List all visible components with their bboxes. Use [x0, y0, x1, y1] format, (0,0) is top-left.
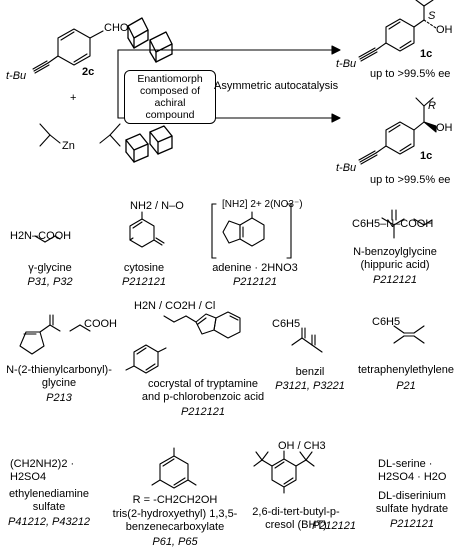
benzil-structure	[291, 327, 323, 353]
plus-sign: +	[70, 92, 77, 104]
product-s-label: 1c	[420, 48, 433, 60]
glycine-structure	[34, 235, 61, 243]
thienyl-formula: COOH	[84, 318, 117, 330]
adenine-structure	[211, 203, 292, 259]
diisopropylzinc-structure	[39, 123, 121, 147]
benzil-name: benzil	[295, 366, 325, 378]
tryptamine-name: cocrystal of tryptamine and p-chlorobenz…	[141, 378, 265, 403]
tbu-label-2c: t-Bu	[6, 70, 27, 82]
glycine-name: γ-glycine	[28, 262, 72, 274]
product-r-oh: OH	[436, 122, 453, 134]
product-s-tbu: t-Bu	[336, 58, 357, 70]
product-s-oh: OH	[436, 24, 453, 36]
thienyl-name: N-(2-thienylcarbonyl)-glycine	[6, 364, 112, 389]
bht-formula: OH / CH3	[278, 440, 326, 452]
tryptamine-formula: H2N / CO2H / Cl	[134, 300, 216, 312]
aldehyde-2c-structure	[32, 28, 104, 74]
tris-ester-structure	[151, 447, 197, 489]
glycine-formula: H2N–COOH	[10, 230, 72, 242]
hippuric-acid-structure	[381, 209, 433, 239]
bht-structure	[253, 450, 315, 494]
product-r-tbu: t-Bu	[336, 162, 357, 174]
hippuric-space-group: P212121	[372, 274, 418, 286]
aldehyde-group-label: CHO	[104, 22, 129, 34]
hippuric-name: N-benzoylglycine (hippuric acid)	[353, 246, 437, 271]
product-r-ee: up to >99.5% ee	[370, 174, 451, 186]
adenine-name: adenine · 2HNO3	[212, 262, 298, 274]
bht-name: 2,6-di-tert-butyl-p-cresol (BHT)	[252, 506, 340, 531]
product-r-config: R	[428, 100, 436, 112]
serine-space-group: P212121	[389, 518, 435, 530]
zinc-label: Zn	[62, 140, 75, 152]
product-r-structure	[358, 97, 437, 165]
cytosine-name: cytosine	[123, 262, 165, 274]
product-s-ee: up to >99.5% ee	[370, 68, 451, 80]
adenine-formula: [NH2] 2+ 2(NO3⁻)	[222, 199, 303, 210]
tris-formula: R = -CH2CH2OH	[132, 494, 218, 506]
tris-space-group: P61, P65	[152, 536, 198, 548]
thienylcarbonyl-glycine-structure	[19, 314, 91, 355]
serine-formula: DL-serine · H2SO4 · H2O	[378, 458, 447, 483]
hippuric-formula: C6H5–N–COOH	[352, 218, 434, 230]
process-label: Asymmetric autocatalysis	[214, 80, 339, 92]
cytosine-space-group: P212121	[121, 276, 167, 288]
benzil-space-group: P3121, P3221	[275, 380, 345, 392]
thienyl-space-group: P213	[46, 392, 72, 404]
tryptamine-cocrystal-structure	[125, 311, 241, 374]
tryptamine-space-group: P212121	[180, 406, 226, 418]
ethylenediamine-space-group: P41212, P43212	[8, 516, 90, 528]
benzil-formula: C6H5	[272, 318, 301, 330]
product-s-config: S	[428, 10, 436, 22]
product-s-structure	[358, 0, 437, 62]
tetraphenyl-formula: C6H5	[372, 316, 401, 328]
cytosine-structure	[129, 211, 165, 248]
tris-name: tris(2-hydroxyethyl) 1,3,5-benzenecarbox…	[112, 508, 238, 533]
crystal-pair-bottom	[125, 125, 173, 163]
enantiomorph-box: Enantiomorph composed of achiral compoun…	[124, 70, 216, 124]
tetraphenyl-name: tetraphenylethylene	[357, 364, 454, 376]
glycine-space-group: P31, P32	[27, 276, 73, 288]
ethylenediamine-name: ethylenediamine sulfate	[8, 488, 90, 513]
ethylenediamine-formula: (CH2NH2)2 · H2SO4	[10, 458, 75, 483]
serine-name: DL-diserinium sulfate hydrate	[375, 490, 449, 515]
bht-space-group: P212121	[311, 520, 357, 532]
adenine-space-group: P212121	[232, 276, 278, 288]
product-r-label: 1c	[420, 150, 433, 162]
crystal-pair-top	[127, 17, 173, 63]
tetraphenyl-space-group: P21	[396, 380, 416, 392]
cytosine-formula: NH2 / N–O	[130, 200, 184, 212]
tetraphenylethylene-structure	[393, 325, 425, 344]
compound-label-2c: 2c	[82, 66, 95, 78]
